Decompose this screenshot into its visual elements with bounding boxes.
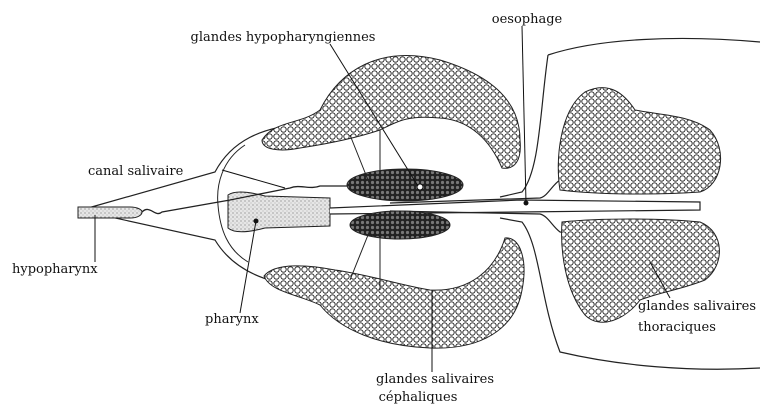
label-glandes-hypopharyngiennes: glandes hypopharyngiennes — [191, 30, 376, 45]
label-oesophage: oesophage — [492, 12, 563, 27]
label-pharynx: pharynx — [205, 312, 259, 327]
cephalic-gland-lower — [264, 238, 524, 348]
thoracic-gland-upper — [558, 88, 720, 194]
leader-pharynx — [240, 221, 256, 313]
hypopharynx — [78, 207, 142, 218]
label-canal-salivaire: canal salivaire — [88, 164, 184, 179]
label-glandes-salivaires-thoraciques-line2: thoraciques — [638, 320, 716, 335]
hypopharyngeal-gland-upper — [347, 169, 463, 201]
leader-oesophage — [522, 26, 526, 203]
label-glandes-salivaires-cephaliques-line2: céphaliques — [379, 390, 458, 405]
pharynx-marker — [254, 219, 259, 224]
leader-canal-salivaire — [222, 170, 285, 188]
cephalic-gland-upper — [262, 56, 520, 169]
label-hypopharynx: hypopharynx — [12, 262, 98, 277]
label-glandes-salivaires-cephaliques-line1: glandes salivaires — [376, 372, 494, 387]
hypopharyngeal-gland-lower — [350, 211, 450, 239]
oesophage-marker — [524, 201, 529, 206]
label-glandes-salivaires-thoraciques-line1: glandes salivaires — [638, 299, 756, 314]
